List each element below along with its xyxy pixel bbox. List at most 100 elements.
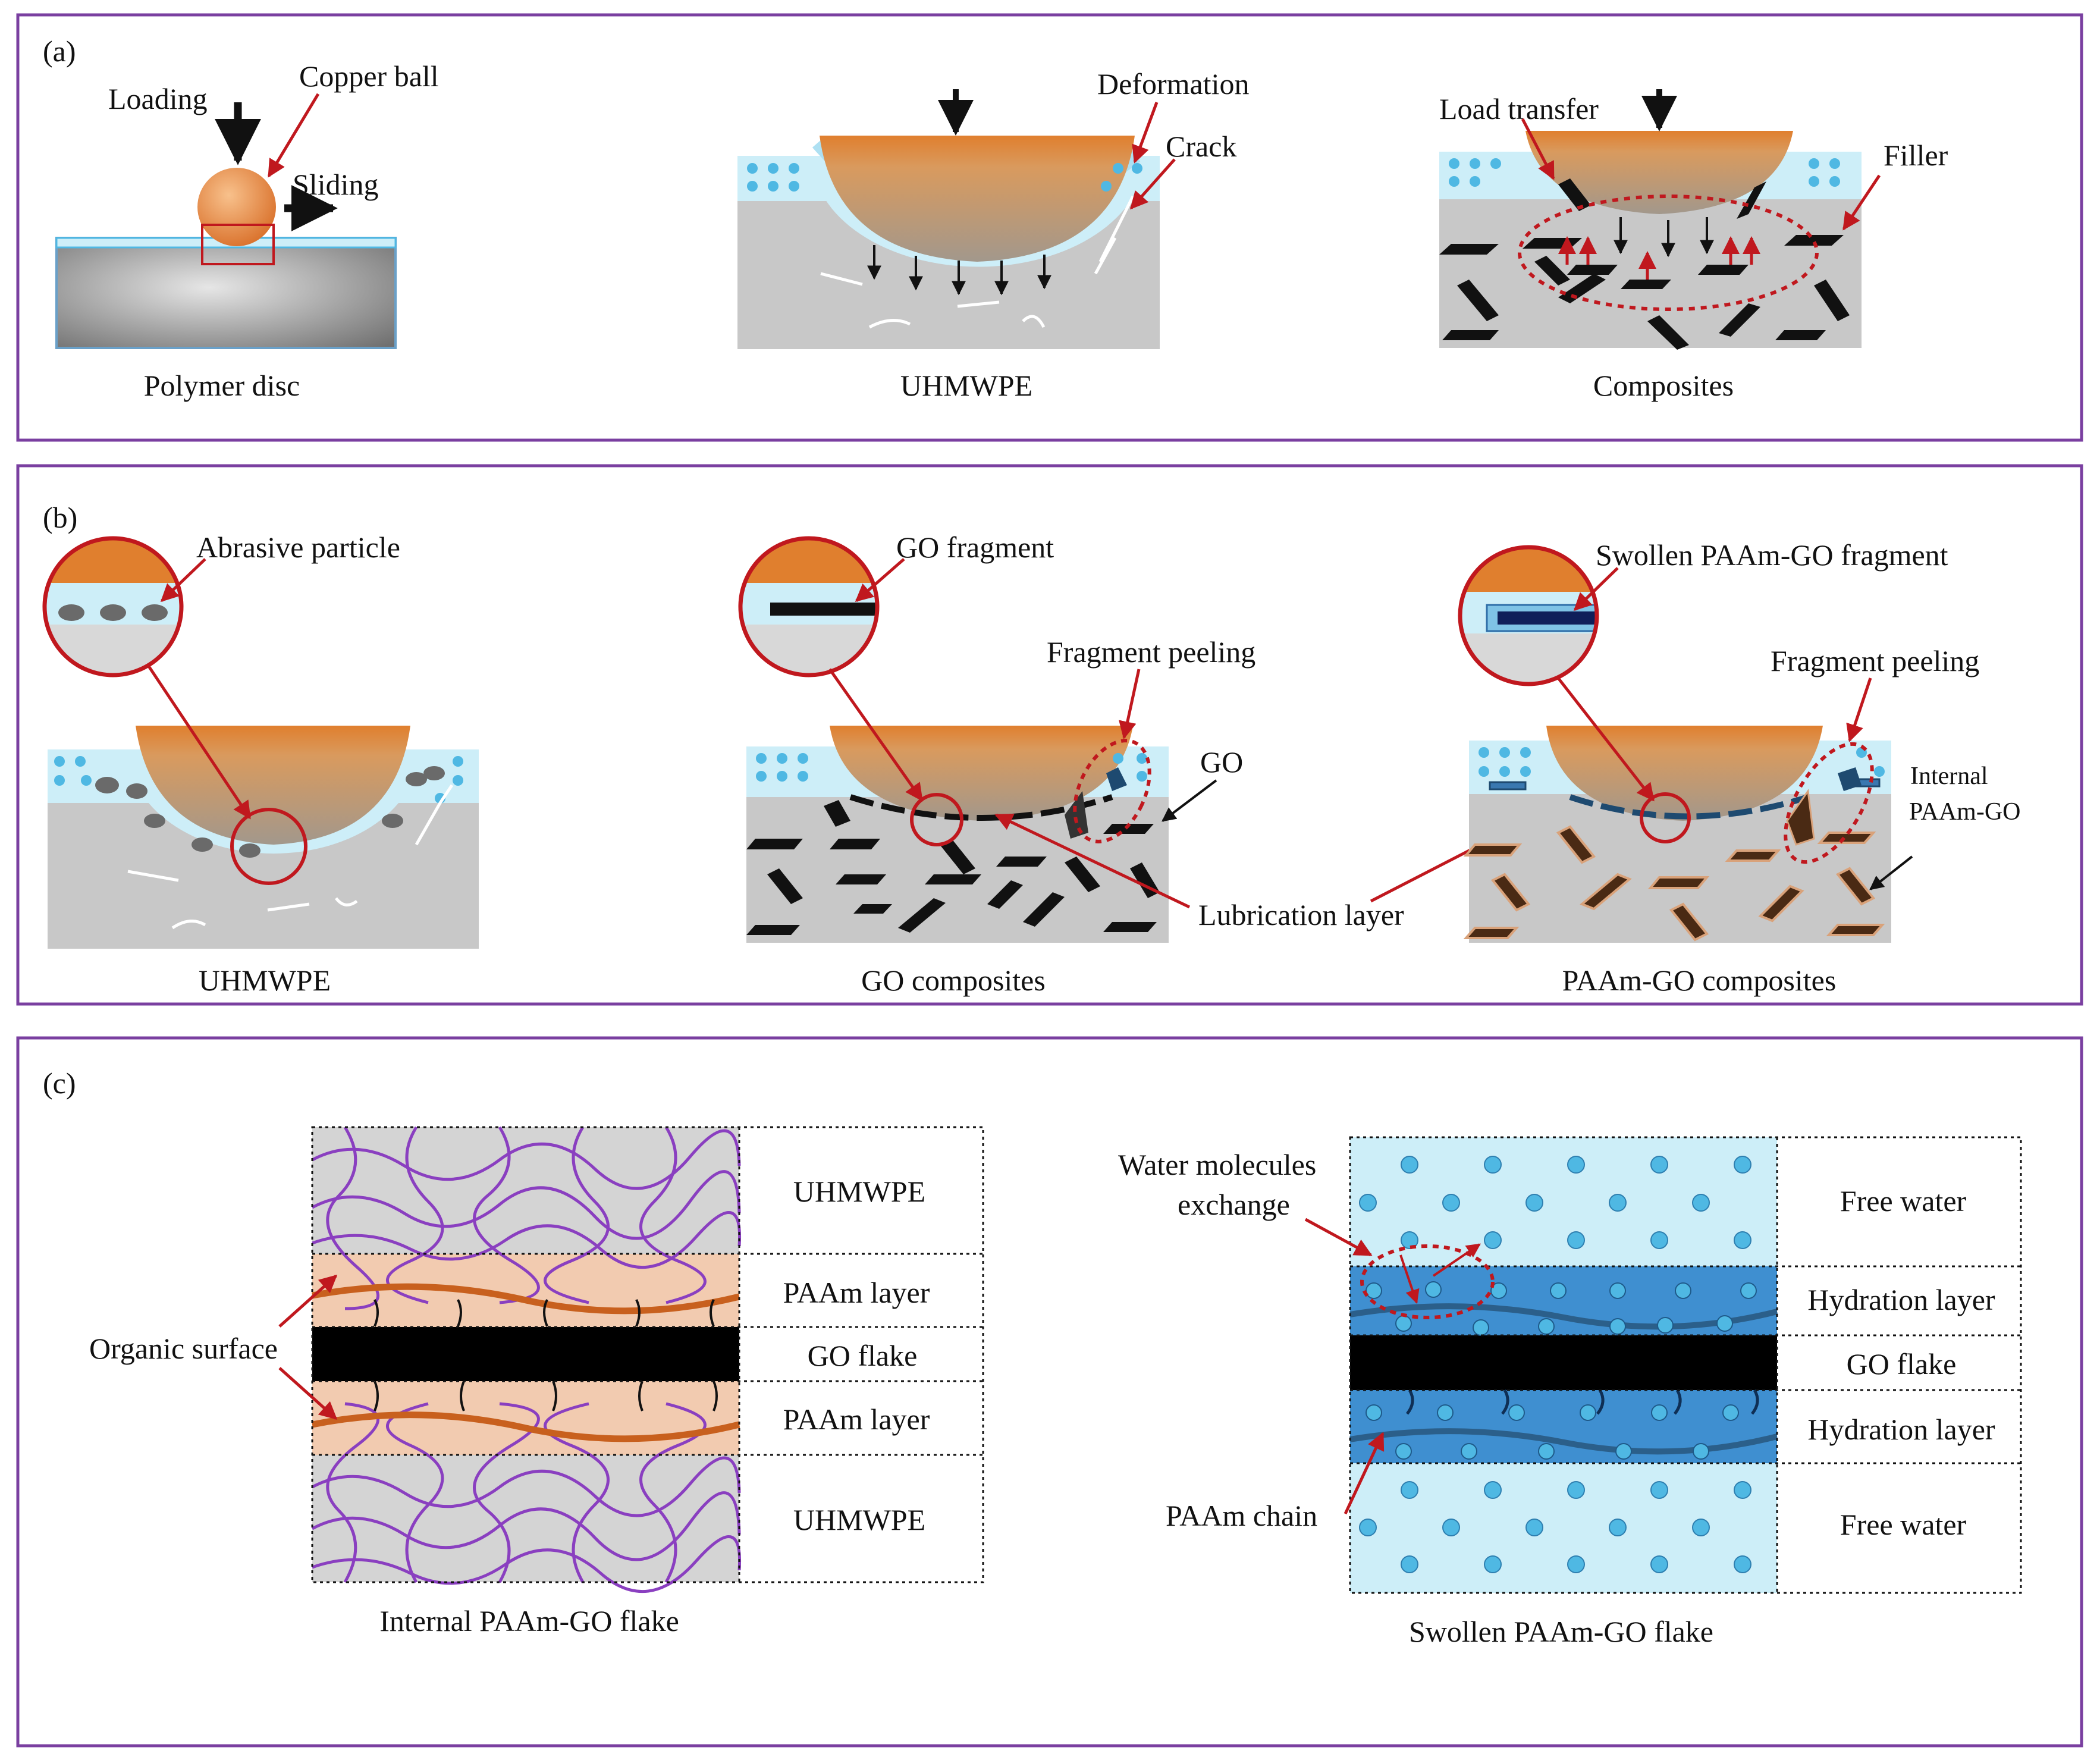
deformation-label: Deformation	[1097, 67, 1249, 101]
left-row-paam-top: PAAm layer	[783, 1276, 930, 1309]
zoom-box	[201, 224, 275, 265]
crack-label: Crack	[1166, 130, 1236, 163]
cracks	[127, 784, 454, 930]
fragment-peeling-pointer	[1119, 669, 1141, 739]
go-flake-band	[1350, 1335, 1777, 1390]
uhmwpe-caption: UHMWPE	[900, 369, 1032, 402]
right-row-free-water-bottom: Free water	[1840, 1508, 1967, 1541]
organic-surface-pointer-up	[278, 1274, 338, 1328]
internal-pointer	[1869, 855, 1913, 890]
paam-chain-label: PAAm chain	[1166, 1499, 1317, 1532]
internal-flake-stack: UHMWPE PAAm layer GO flake PAAm layer UH…	[89, 1126, 984, 1637]
copper-ball-label: Copper ball	[299, 59, 439, 93]
copper-cap	[136, 726, 410, 845]
composites-diagram: Load transfer Filler Composites	[1439, 89, 1948, 402]
peeled-fragment-tip	[1838, 767, 1862, 791]
load-transfer-pointer	[1521, 118, 1555, 180]
copper-cap	[1525, 131, 1793, 214]
panel-b: (b)	[16, 464, 2083, 1006]
paam-go-composites-diagram: Swollen PAAm-GO fragment Fragment peelin…	[1458, 538, 2020, 997]
go-label: GO	[1200, 745, 1243, 779]
pressure-arrows	[867, 245, 1051, 296]
fragment-peeling-label: Fragment peeling	[1771, 644, 1979, 677]
uhmwpe-caption: UHMWPE	[199, 964, 331, 997]
red-transfer-arrows	[1558, 236, 1760, 280]
go-flakes	[746, 800, 1160, 935]
panel-c-label: (c)	[43, 1066, 76, 1100]
swollen-flake-stack: Free water Hydration layer GO flake Hydr…	[1118, 1136, 2022, 1648]
peeled-fragment	[1065, 791, 1088, 839]
hydration-bottom-band	[1350, 1390, 1777, 1463]
hydration-grafts	[1405, 1389, 1759, 1415]
paam-go-composites-caption: PAAm-GO composites	[1562, 964, 1837, 997]
swollen-fragment-pointer	[1573, 567, 1619, 611]
left-row-paam-bottom: PAAm layer	[783, 1403, 930, 1436]
chain-grafts	[373, 1299, 718, 1411]
composites-caption: Composites	[1593, 369, 1734, 402]
fragment-peeling-zone	[1784, 742, 1874, 864]
uhmwpe-bottom-band	[312, 1455, 739, 1582]
deformation-pointer	[1132, 102, 1159, 164]
zoom-marker	[230, 808, 307, 885]
abrasive-particle-label: Abrasive particle	[196, 531, 400, 564]
left-row-go-flake: GO flake	[808, 1339, 918, 1372]
panel-c: (c)	[16, 1036, 2083, 1748]
free-water-molecules-top	[1359, 1156, 1751, 1249]
disc-body	[55, 237, 397, 349]
abrasive-particles	[95, 766, 445, 858]
organic-surface-label: Organic surface	[89, 1332, 278, 1365]
panel-c-frame	[16, 1036, 2083, 1748]
water-beads	[1449, 158, 1840, 187]
free-water-molecules-bottom	[1359, 1481, 1751, 1573]
panel-a: (a) Loading Copper ball Sliding Polymer …	[16, 13, 2083, 442]
swollen-fragment-label: Swollen PAAm-GO fragment	[1596, 538, 1948, 572]
paam-chain-bottom	[311, 1411, 740, 1442]
zoom-connector	[828, 668, 924, 802]
panel-a-frame	[16, 13, 2083, 442]
hydration-molecules	[1366, 1281, 1757, 1460]
exchange-arrow-down	[1399, 1254, 1420, 1304]
lubrication-pointer-left	[994, 813, 1191, 909]
internal-flake-caption: Internal PAAm-GO flake	[379, 1604, 679, 1637]
water-beads	[747, 163, 1142, 192]
uhmwpe-contact-diagram: Deformation Crack UHMWPE	[737, 67, 1249, 402]
uhmwpe-wear-diagram: Abrasive particle UHMWPE	[42, 531, 479, 997]
fragment-peeling-pointer	[1846, 677, 1872, 742]
polymer-network-top	[311, 1126, 742, 1310]
fragment-peeling-label: Fragment peeling	[1047, 635, 1255, 669]
sliding-label: Sliding	[293, 168, 378, 201]
go-fragment-pointer	[855, 558, 905, 602]
go-composites-caption: GO composites	[861, 964, 1046, 997]
right-row-go-flake: GO flake	[1847, 1347, 1957, 1381]
go-fragment-label: GO fragment	[896, 531, 1054, 564]
water-exchange-pointer	[1304, 1218, 1373, 1257]
zoom-connector	[147, 665, 252, 820]
lubrication-layer-label: Lubrication layer	[1198, 898, 1404, 931]
hydration-chain-top	[1349, 1303, 1778, 1330]
peeled-fragment-tip	[1106, 767, 1127, 791]
right-row-hydration-top: Hydration layer	[1807, 1283, 1995, 1316]
go-pointer	[1162, 779, 1217, 822]
zoom-marker	[910, 793, 963, 846]
fragment-peeling-zone	[1073, 739, 1151, 843]
crack-pointer	[1130, 158, 1176, 210]
zoom-inset	[1458, 545, 1599, 686]
panel-b-label: (b)	[43, 501, 77, 534]
panel-b-frame	[16, 464, 2083, 1006]
copper-ball	[197, 168, 276, 246]
paam-go-flakes	[1463, 825, 1885, 942]
water-exchange-label-line-2: exchange	[1178, 1188, 1290, 1221]
zoom-inset	[42, 536, 184, 677]
copper-ball-pointer	[267, 93, 320, 178]
filler-pointer	[1842, 174, 1881, 231]
filler-flakes	[1439, 178, 1850, 350]
load-transfer-label: Load transfer	[1439, 92, 1599, 126]
water-exchange-label-line-1: Water molecules	[1118, 1148, 1316, 1181]
paam-chain-top	[311, 1283, 740, 1315]
paam-chain-pointer	[1344, 1432, 1385, 1515]
polymer-disc-caption: Polymer disc	[144, 369, 300, 402]
loading-label: Loading	[108, 82, 208, 115]
zoom-marker	[1640, 792, 1691, 843]
polymer-disc-diagram: Loading Copper ball Sliding Polymer disc	[55, 59, 439, 402]
